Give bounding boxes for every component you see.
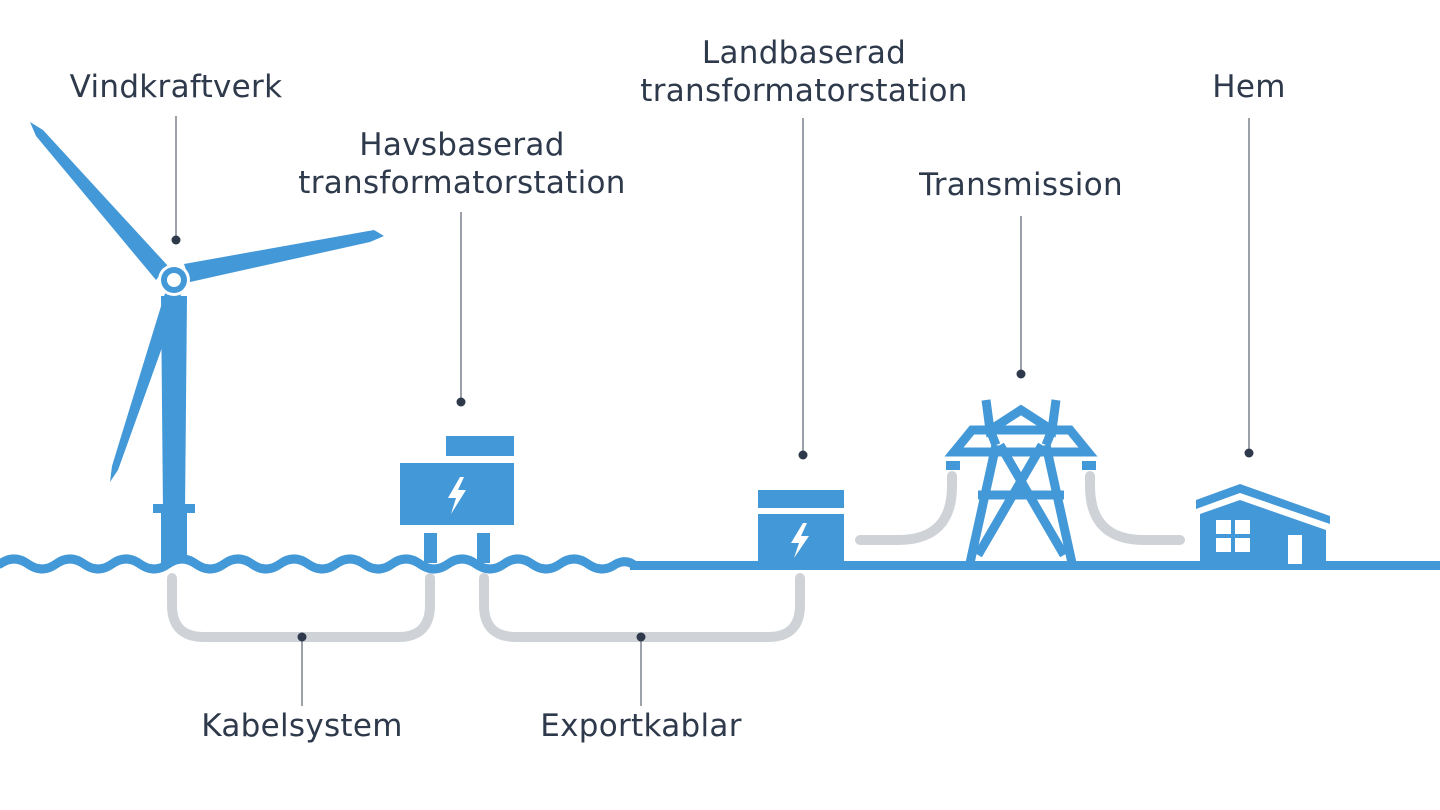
turbine-label: Vindkraftverk — [69, 69, 283, 105]
lightning-bolt-icon — [791, 523, 809, 558]
onshore-substation-label: Landbaserad transformatorstation — [640, 35, 968, 109]
transmission-label: Transmission — [919, 167, 1123, 203]
ground-and-sea — [0, 554, 1440, 574]
house-icon — [1196, 484, 1330, 564]
substation-to-pylon-cable — [855, 471, 957, 545]
lightning-bolt-icon — [448, 477, 466, 514]
array-cables-label: Kabelsystem — [201, 708, 403, 744]
wind-turbine-icon — [30, 122, 384, 563]
offshore-substation-icon — [400, 436, 514, 563]
export-cables-label: Exportkablar — [540, 708, 742, 744]
leader-lines — [171, 116, 1254, 706]
array-cable — [167, 573, 435, 642]
pylon-to-home-cable — [1085, 471, 1185, 545]
export-cable — [479, 573, 805, 642]
transmission-tower-icon — [944, 399, 1098, 564]
ground-line — [630, 561, 1440, 570]
onshore-substation-icon — [758, 490, 844, 564]
offshore-substation-label: Havsbaserad transformatorstation — [298, 127, 626, 201]
sea-waves — [0, 554, 639, 574]
home-label: Hem — [1212, 69, 1286, 105]
